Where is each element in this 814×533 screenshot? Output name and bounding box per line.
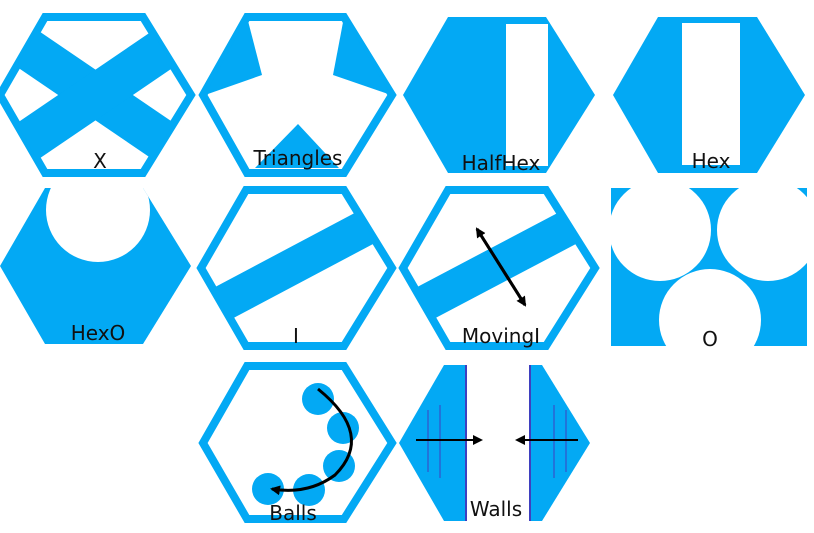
tile-triangles[interactable]: Triangles <box>198 13 397 177</box>
three-circles-icon <box>609 179 814 371</box>
arrow-icon <box>475 227 527 306</box>
balls-hexagon-icon <box>198 362 397 523</box>
x-hexagon-icon <box>0 13 196 177</box>
diagonal-bar-hexagon-icon <box>196 186 397 350</box>
tile-balls[interactable]: Balls <box>198 362 397 525</box>
tile-movingi[interactable]: MovingI <box>397 186 600 350</box>
tile-o[interactable]: O <box>609 179 814 371</box>
moving-bar-hexagon-icon <box>398 186 600 350</box>
walls-hexagon-icon <box>399 365 590 521</box>
triangles-hexagon-icon <box>198 13 397 177</box>
tile-x[interactable]: X <box>0 13 196 177</box>
half-hexagon-icon <box>403 17 595 173</box>
tile-i[interactable]: I <box>195 186 397 350</box>
hexagon-icon <box>613 17 805 173</box>
tile-label: Hex <box>692 149 731 173</box>
tile-label: I <box>293 324 299 348</box>
tile-label: Walls <box>470 497 522 521</box>
tile-label: HexO <box>71 321 126 345</box>
tile-label: Triangles <box>253 146 343 170</box>
hexagon-circle-icon <box>0 188 191 344</box>
tile-hexo[interactable]: HexO <box>0 158 191 345</box>
tile-label: HalfHex <box>462 151 541 175</box>
tile-label: Balls <box>269 501 317 525</box>
tile-label: MovingI <box>462 324 540 348</box>
tile-label: X <box>93 149 107 173</box>
tile-label: O <box>702 327 718 351</box>
tile-halfhex[interactable]: HalfHex <box>403 17 595 175</box>
arrow-icon <box>270 387 353 496</box>
tile-hex[interactable]: Hex <box>613 17 805 173</box>
tile-walls[interactable]: Walls <box>399 365 590 521</box>
